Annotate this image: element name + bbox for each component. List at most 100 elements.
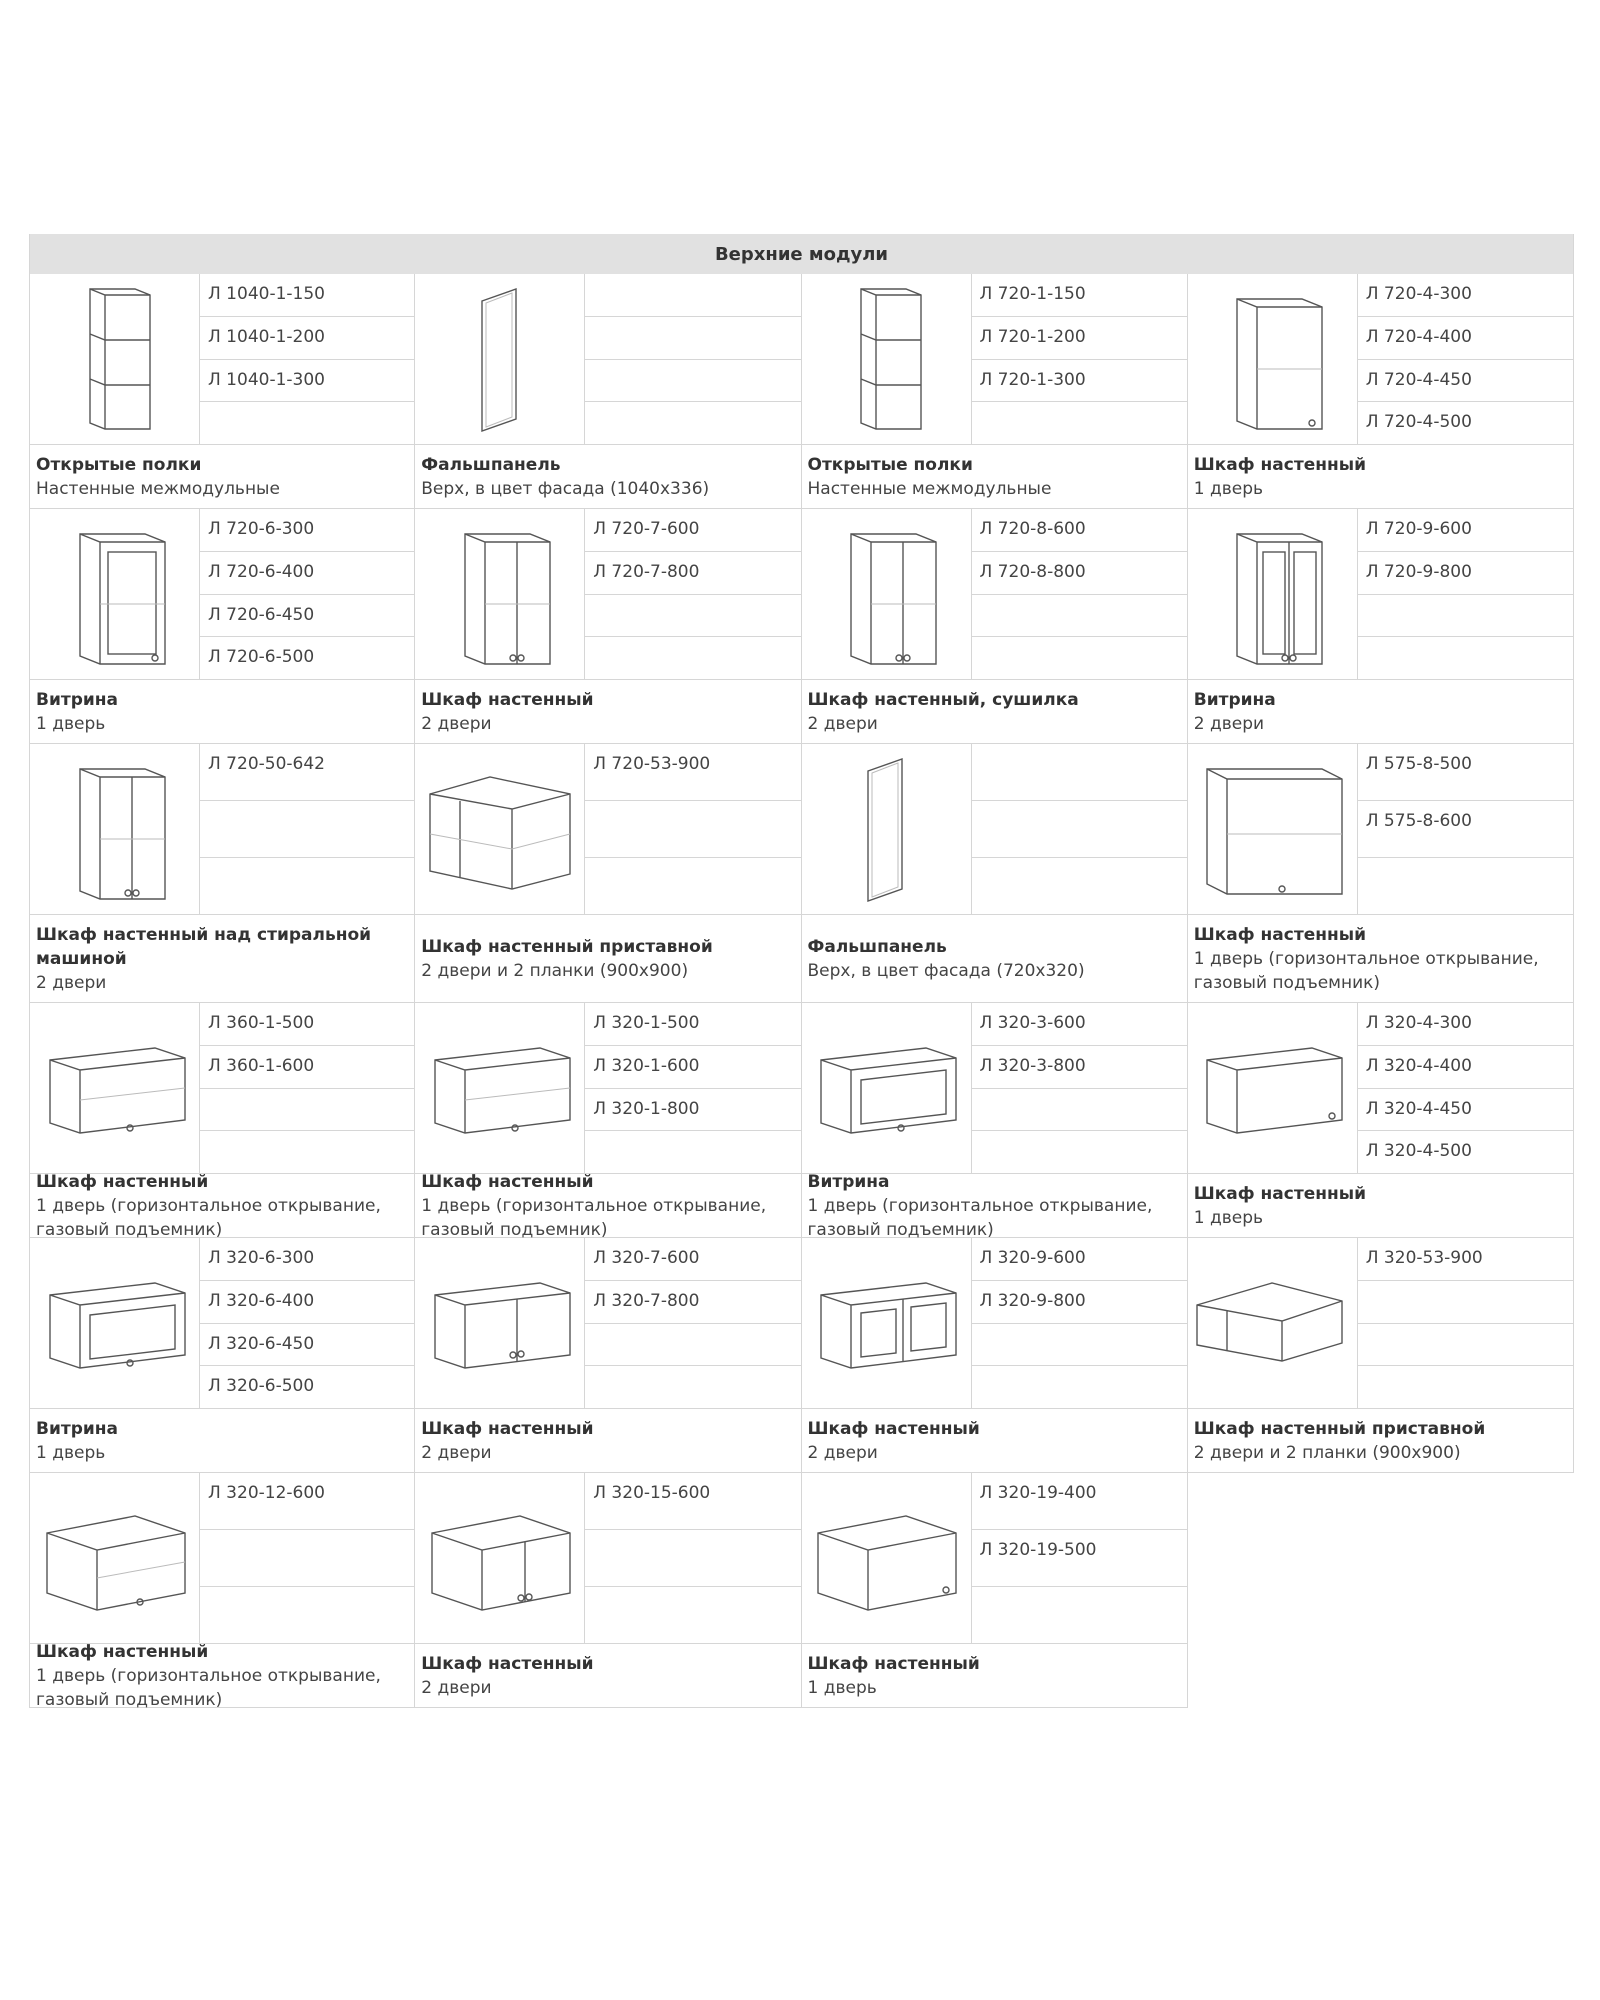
deep-cabinet-1door-icon xyxy=(802,1473,972,1643)
empty-code-slot xyxy=(1358,858,1573,914)
product-name: Шкаф настенный xyxy=(1193,1183,1366,1204)
empty-code-slot xyxy=(972,402,1187,444)
empty-code-slot xyxy=(972,1366,1187,1408)
wall-cabinet-2door-icon xyxy=(415,509,586,679)
product-code: Л 320-1-800 xyxy=(585,1089,801,1132)
product-code: Л 720-7-800 xyxy=(585,552,801,595)
empty-code-slot xyxy=(585,595,801,638)
empty-code-slot xyxy=(585,1324,801,1367)
product-top: Л 720-53-900 xyxy=(415,744,801,915)
product-name: Шкаф настенный xyxy=(421,689,594,710)
empty-code-slot xyxy=(585,858,800,914)
product-code: Л 320-15-600 xyxy=(585,1473,801,1530)
low-glass-cabinet-icon xyxy=(30,1238,200,1408)
product-code: Л 320-4-400 xyxy=(1357,1046,1573,1089)
product-code: Л 1040-1-200 xyxy=(200,317,415,360)
product-caption: Шкаф настенный 1 дверь (горизонтальное о… xyxy=(1187,915,1573,1003)
empty-code-slot xyxy=(200,1131,414,1173)
product-caption: Витрина 1 дверь xyxy=(30,1409,415,1473)
product-code: Л 320-7-800 xyxy=(585,1281,801,1324)
product-code: Л 720-8-600 xyxy=(971,509,1187,552)
empty-code-slot xyxy=(972,858,1187,914)
product-code: Л 720-1-200 xyxy=(971,317,1187,360)
product-caption: Витрина 1 дверь (горизонтальное открыван… xyxy=(801,1172,1187,1240)
product-name: Шкаф настенный xyxy=(807,1653,980,1674)
product-cell: Л 320-53-900 Шкаф настенный приставной 2… xyxy=(1186,1238,1574,1473)
product-code-list: Л 320-53-900 xyxy=(1357,1238,1573,1408)
product-code: Л 720-50-642 xyxy=(200,744,415,801)
product-caption: Шкаф настенный приставной 2 двери и 2 пл… xyxy=(1187,1409,1573,1473)
product-description: 1 дверь (горизонтальное открывание, газо… xyxy=(421,1195,767,1240)
product-description: 1 дверь xyxy=(807,1677,877,1698)
product-caption: Шкаф настенный 2 двери xyxy=(801,1409,1187,1473)
product-description: 2 двери xyxy=(36,972,107,993)
product-caption: Фальшпанель Верх, в цвет фасада (720x320… xyxy=(801,915,1187,1003)
product-code: Л 720-7-600 xyxy=(585,509,801,552)
empty-code-slot xyxy=(1357,1324,1573,1367)
product-description: 1 дверь (горизонтальное открывание, газо… xyxy=(1193,948,1539,993)
product-code: Л 360-1-600 xyxy=(200,1046,415,1089)
low-cabinet-2door-icon xyxy=(415,1238,586,1408)
deep-cabinet-lift-icon xyxy=(30,1473,200,1643)
product-description: 2 двери xyxy=(421,1677,492,1698)
product-code: Л 320-6-300 xyxy=(200,1238,415,1281)
section-header: Верхние модули xyxy=(29,234,1574,274)
product-code: Л 720-6-450 xyxy=(200,595,415,638)
product-name: Витрина xyxy=(1193,689,1276,710)
product-caption: Шкаф настенный над стиральной машиной 2 … xyxy=(30,915,415,1003)
product-code: Л 720-53-900 xyxy=(585,744,801,801)
product-code: Л 320-6-400 xyxy=(200,1281,415,1324)
product-code: Л 720-4-500 xyxy=(1365,412,1472,433)
product-code: Л 720-9-600 xyxy=(1357,509,1573,552)
product-name: Шкаф настенный xyxy=(36,1171,209,1192)
product-code-list: Л 320-12-600 xyxy=(200,1473,415,1643)
empty-code-slot xyxy=(971,595,1187,638)
empty-code-slot xyxy=(585,637,800,679)
product-description: 1 дверь xyxy=(36,1442,106,1463)
empty-code-slot xyxy=(200,1089,415,1132)
product-caption: Шкаф настенный 1 дверь xyxy=(1187,1174,1573,1238)
product-code: Л 575-8-600 xyxy=(1357,801,1573,858)
product-top: Л 320-12-600 xyxy=(30,1473,415,1644)
product-code-list xyxy=(585,274,801,444)
product-description: 2 двери и 2 планки (900x900) xyxy=(1193,1442,1461,1463)
glass-cabinet-1door-icon xyxy=(30,509,200,679)
product-name: Шкаф настенный xyxy=(421,1171,594,1192)
product-code: Л 320-19-500 xyxy=(971,1530,1187,1587)
product-description: 1 дверь (горизонтальное открывание, газо… xyxy=(807,1195,1153,1240)
product-caption: Шкаф настенный 1 дверь (горизонтальное о… xyxy=(30,1172,415,1240)
product-description: 2 двери и 2 планки (900x900) xyxy=(421,960,689,981)
corner-cabinet-icon xyxy=(415,744,586,914)
empty-cell xyxy=(1188,1473,1574,1708)
false-panel-icon xyxy=(415,274,586,444)
product-code: Л 320-7-600 xyxy=(585,1238,801,1281)
product-description: 2 двери xyxy=(1193,713,1265,734)
product-description: 2 двери xyxy=(807,713,878,734)
product-description: 2 двери xyxy=(421,713,492,734)
product-description: 1 дверь (горизонтальное открывание, газо… xyxy=(36,1195,381,1240)
product-code: Л 320-9-600 xyxy=(971,1238,1187,1281)
